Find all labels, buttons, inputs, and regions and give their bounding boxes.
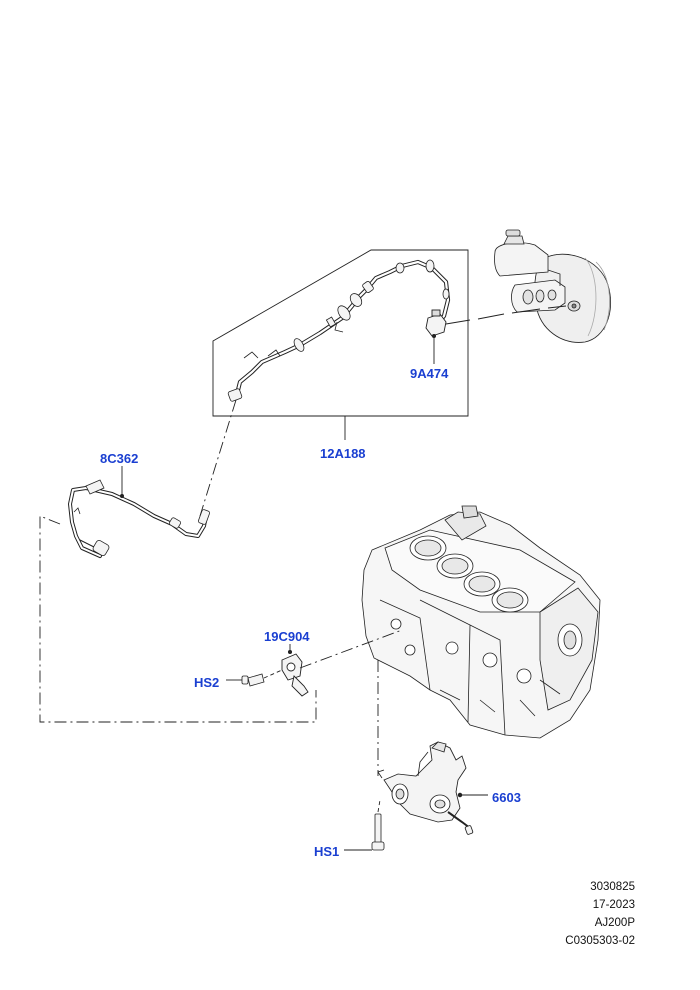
part-12a188-outline <box>212 249 469 440</box>
reference-line-4: C0305303-02 <box>565 935 635 947</box>
dash-hs1-to-pump <box>377 799 381 813</box>
vacuum-pump-6603[interactable] <box>377 741 474 835</box>
dash-dot-12a188-to-8c362 <box>199 399 237 517</box>
tube-clips-12a188 <box>227 259 450 402</box>
bolt-hs1[interactable] <box>371 813 385 851</box>
callout-hs1[interactable]: HS1 <box>314 844 340 859</box>
hose-8c362-fittings <box>73 479 210 556</box>
hose-8c362[interactable] <box>68 486 208 558</box>
callout-hs2[interactable]: HS2 <box>194 675 220 690</box>
brake-booster-assembly[interactable] <box>494 229 612 343</box>
reference-line-2: 17-2023 <box>592 899 635 911</box>
sensor-19c904[interactable] <box>281 649 309 697</box>
callout-12a188[interactable]: 12A188 <box>320 446 366 461</box>
leader-9a474-to-booster <box>445 305 567 325</box>
reference-line-1: 3030825 <box>590 881 635 893</box>
bolt-hs2[interactable] <box>241 673 265 687</box>
vacuum-tube-12a188[interactable] <box>233 259 451 401</box>
sensor-9a474[interactable] <box>425 309 447 350</box>
engine-block[interactable] <box>361 505 601 739</box>
reference-line-3: AJ200P <box>594 917 635 929</box>
dash-dot-19c904-to-block <box>299 629 403 669</box>
callout-8c362[interactable]: 8C362 <box>100 451 139 466</box>
callout-9a474[interactable]: 9A474 <box>410 366 449 381</box>
callout-19c904[interactable]: 19C904 <box>264 629 310 644</box>
callout-6603[interactable]: 6603 <box>492 790 521 805</box>
dash-dot-frame-8c362 <box>39 515 317 723</box>
dash-hs2-to-sensor <box>263 669 283 679</box>
illustration-reference-block: 3030825 17-2023 AJ200P C0305303-02 <box>540 878 635 950</box>
